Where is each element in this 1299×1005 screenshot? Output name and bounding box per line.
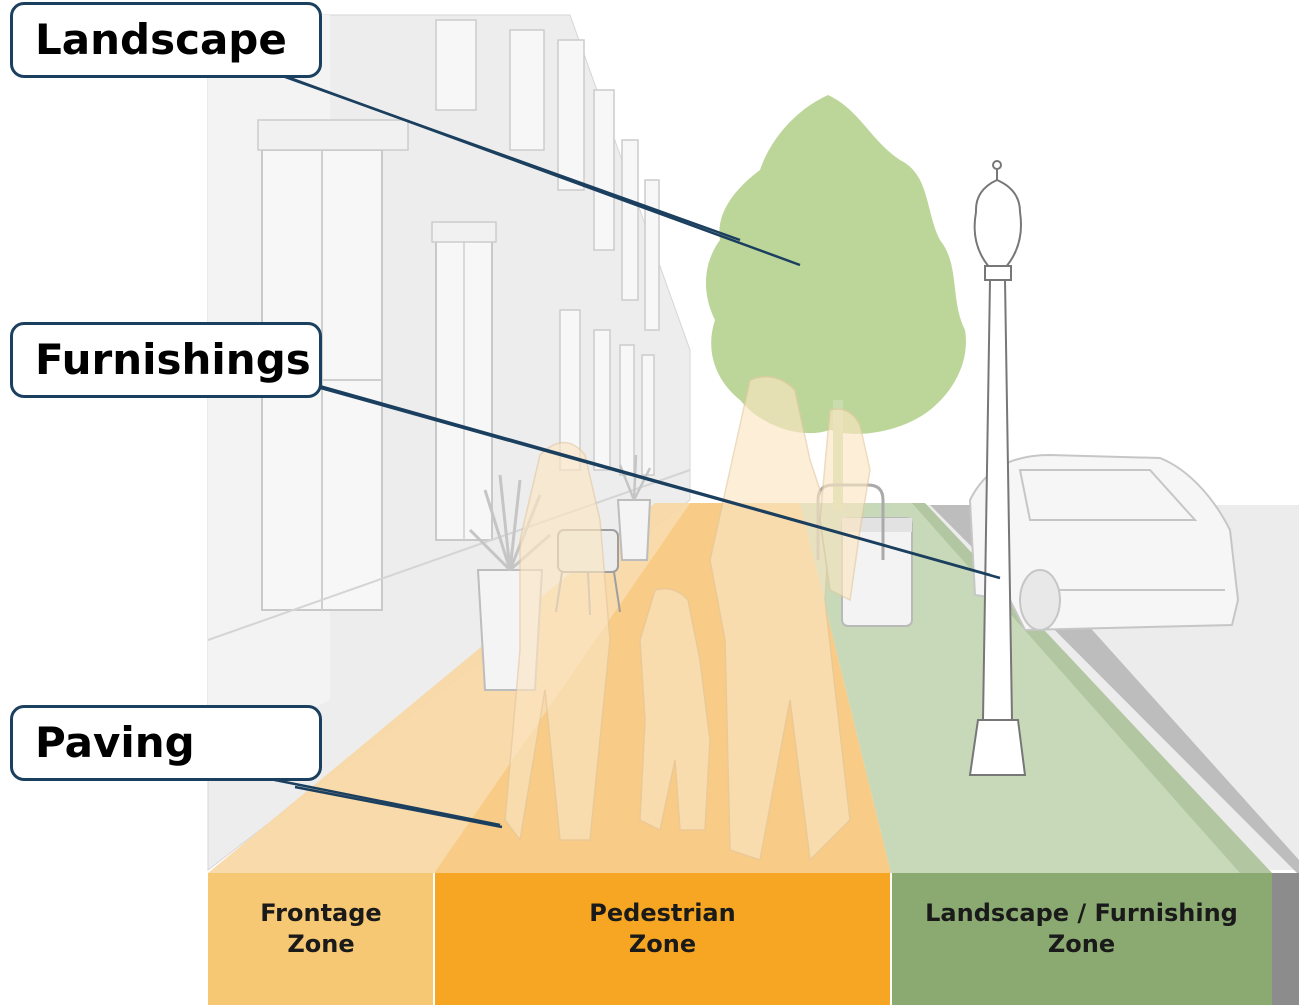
frontage-zone-label: Frontage Zone	[208, 873, 434, 1005]
paving-callout: Paving	[10, 705, 322, 781]
landscape-callout: Landscape	[10, 2, 322, 78]
frontage-zone-line2: Zone	[287, 930, 355, 958]
landscape-furnishing-zone-label: Landscape / Furnishing Zone	[891, 873, 1272, 1005]
pedestrians	[504, 375, 871, 862]
frontage-zone-bar	[208, 873, 434, 1005]
pedestrian-zone-line1: Pedestrian	[589, 899, 736, 927]
landscape-furnishing-zone-line2: Zone	[1047, 930, 1116, 958]
frontage-zone-line1: Frontage	[260, 899, 382, 927]
pedestrian-zone-label: Pedestrian Zone	[434, 873, 891, 1005]
car	[968, 453, 1240, 632]
curb-bar	[1272, 873, 1299, 1005]
building-facade	[207, 14, 691, 872]
paving-callout-label: Paving	[35, 718, 195, 767]
zone-bars	[208, 873, 1299, 1005]
landscape-callout-label: Landscape	[35, 15, 287, 64]
planter-small	[616, 454, 652, 561]
street-lamp	[968, 160, 1027, 776]
furnishings-callout: Furnishings	[10, 322, 322, 398]
callout-leaders	[259, 66, 1001, 829]
landscape-furnishing-zone-line1: Landscape / Furnishing	[925, 899, 1238, 927]
landscape-zone-bar	[891, 873, 1272, 1005]
furnishings-callout-label: Furnishings	[35, 335, 311, 384]
pedestrian-zone-line2: Zone	[628, 930, 697, 958]
pedestrian-zone-bar	[434, 873, 891, 1005]
